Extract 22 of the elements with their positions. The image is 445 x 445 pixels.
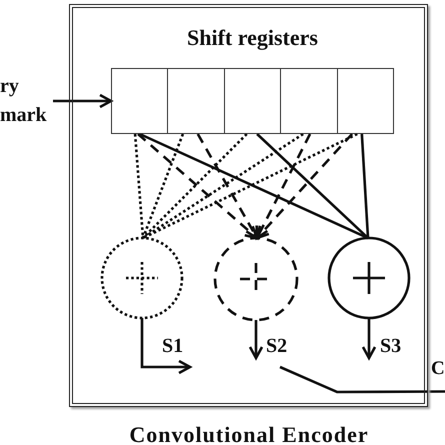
callout-label: C	[431, 359, 445, 378]
connector-line	[360, 134, 370, 238]
leader-line	[279, 366, 445, 394]
register-cell	[224, 68, 282, 134]
register-cell	[336, 68, 394, 134]
adder-circle	[327, 236, 411, 320]
arrow	[248, 320, 264, 360]
caption-text: Convolutional Encoder	[129, 425, 369, 445]
arrow	[196, 133, 258, 240]
arrow	[53, 94, 112, 108]
arrow	[140, 318, 192, 374]
input-label: ry mark	[0, 72, 53, 130]
register-cell	[111, 68, 168, 134]
connector-line	[142, 134, 184, 238]
connector-line	[142, 132, 304, 240]
adder-circle	[100, 236, 184, 320]
register-cell	[167, 68, 225, 134]
section-heading: Shift registers	[187, 27, 318, 49]
adder-circle	[213, 236, 299, 322]
arrow	[255, 133, 312, 240]
arrow	[362, 318, 376, 360]
register-cell	[280, 68, 338, 134]
